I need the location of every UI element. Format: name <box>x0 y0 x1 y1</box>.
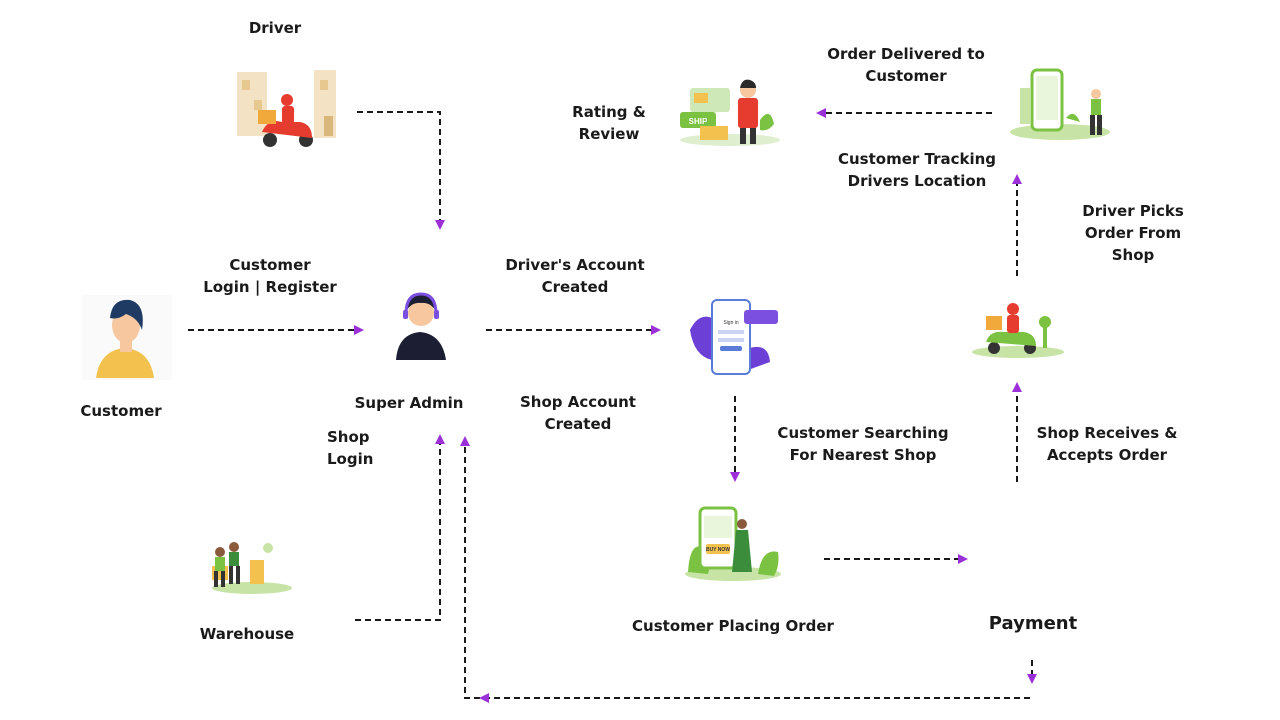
label-customer-placing-order: Customer Placing Order <box>632 617 834 635</box>
label-rating-review-line1: Rating & <box>572 103 646 121</box>
ship-text: SHIP <box>689 117 708 126</box>
label-customer-searching: Customer Searching For Nearest Shop <box>777 422 948 466</box>
label-warehouse: Warehouse <box>199 625 295 643</box>
customer-placing-order-illustration: BUY NOW <box>685 506 781 581</box>
label-drivers-account-line2: Created <box>541 278 609 296</box>
rating-review-illustration: SHIP <box>680 79 780 146</box>
label-customer-tracking: Customer Tracking Drivers Location <box>838 148 996 192</box>
label-customer-tracking-line1: Customer Tracking <box>837 150 997 168</box>
label-payment: Payment <box>988 613 1078 634</box>
arrow-bottom-to-shop-login <box>460 436 1030 699</box>
arrow-warehouse-to-admin <box>355 434 445 621</box>
label-driver-picks-line2: Order From <box>1084 224 1182 242</box>
label-shop-account: Shop Account Created <box>520 391 636 435</box>
label-rating-review: Rating & Review <box>572 101 646 145</box>
label-shop-receives-line2: Accepts Order <box>1046 446 1168 464</box>
label-driver-picks: Driver Picks Order From Shop <box>1082 200 1184 266</box>
label-customer-searching-line1: Customer Searching <box>777 424 949 442</box>
arrow-driver-to-admin <box>357 111 445 230</box>
label-driver-picks-line1: Driver Picks <box>1082 202 1184 220</box>
label-customer-login-line2: Login | Register <box>203 278 337 296</box>
label-order-delivered: Order Delivered to Customer <box>827 43 985 87</box>
label-customer-login: Customer Login | Register <box>203 254 337 298</box>
label-super-admin: Super Admin <box>354 394 464 412</box>
order-delivered-illustration <box>1010 68 1110 140</box>
label-customer: Customer <box>80 402 162 420</box>
driver-pickup-illustration <box>972 303 1064 358</box>
phone-signin-illustration: Sign in <box>690 299 778 375</box>
label-shop-login: Shop Login <box>327 426 373 470</box>
label-drivers-account: Driver's Account Created <box>505 254 644 298</box>
label-shop-account-line1: Shop Account <box>520 393 636 411</box>
label-shop-receives: Shop Receives & Accepts Order <box>1037 422 1178 466</box>
customer-avatar <box>82 295 172 380</box>
label-shop-receives-line1: Shop Receives & <box>1036 424 1178 442</box>
label-shop-login-line2: Login <box>327 450 374 468</box>
super-admin-avatar <box>396 292 446 360</box>
label-rating-review-line2: Review <box>578 125 640 143</box>
driver-scooter-illustration <box>237 70 336 147</box>
label-order-delivered-line1: Order Delivered to <box>827 45 985 63</box>
label-order-delivered-line2: Customer <box>865 67 947 85</box>
label-customer-tracking-line2: Drivers Location <box>847 172 987 190</box>
warehouse-illustration <box>212 542 292 594</box>
label-customer-login-line1: Customer <box>229 256 311 274</box>
label-shop-login-line1: Shop <box>327 428 370 446</box>
label-driver-picks-line3: Shop <box>1111 246 1155 264</box>
label-customer-searching-line2: For Nearest Shop <box>789 446 937 464</box>
label-driver: Driver <box>248 19 302 37</box>
buy-now-text: BUY NOW <box>706 547 730 553</box>
label-drivers-account-line1: Driver's Account <box>505 256 645 274</box>
label-shop-account-line2: Created <box>544 415 612 433</box>
phone-signin-text: Sign in <box>723 320 739 326</box>
